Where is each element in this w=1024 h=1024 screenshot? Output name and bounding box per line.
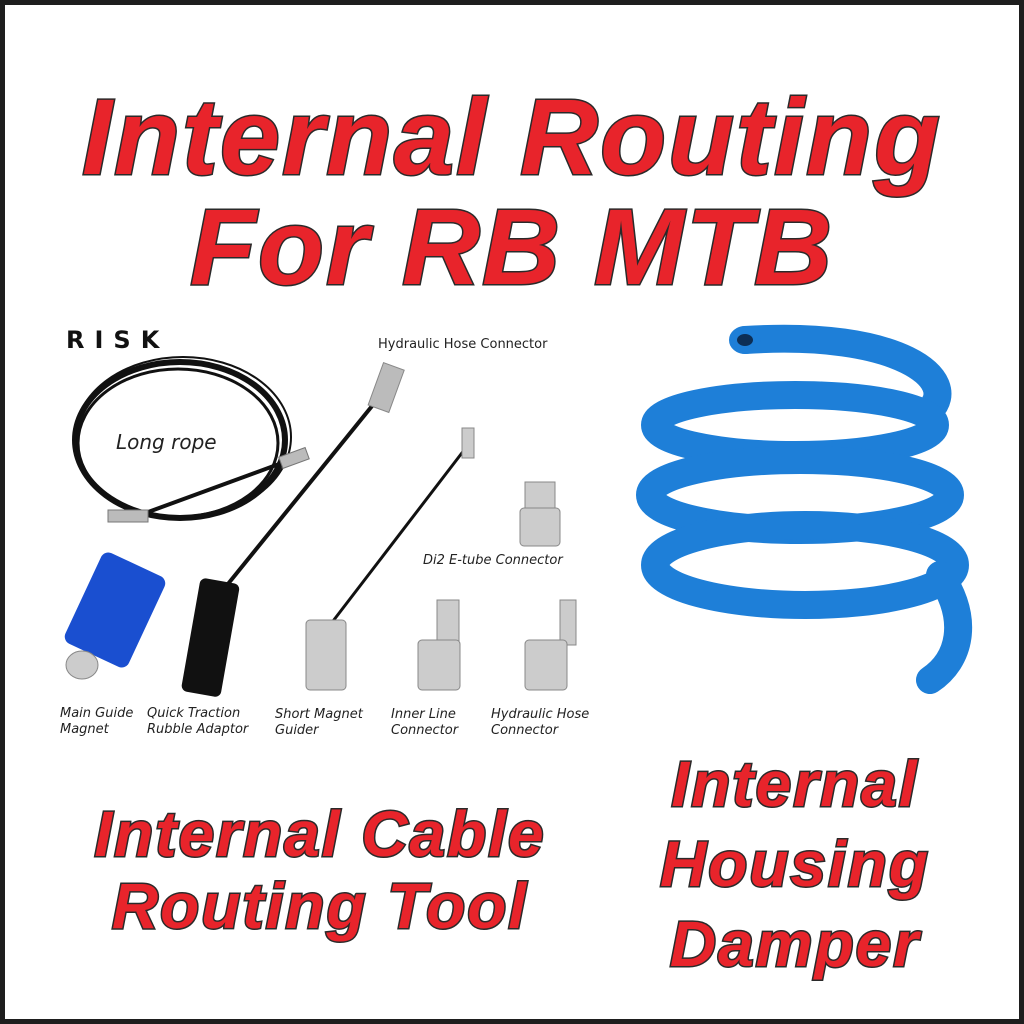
caption-damper-line2: Housing (659, 828, 930, 900)
caption-cable-routing-line2: Routing Tool (110, 870, 529, 942)
long-rope-label: Long rope (116, 430, 217, 454)
long-rope-image (72, 356, 310, 523)
item-line1: Main Guide (60, 706, 134, 721)
connectors-image (417, 481, 577, 691)
di2-connector-label: Di2 E-tube Connector (423, 553, 563, 568)
item-line1: Hydraulic Hose (491, 707, 590, 722)
item-line2: Magnet (60, 722, 109, 737)
quick-traction-adaptor-image (64, 552, 166, 680)
item-line2: Connector (491, 723, 559, 738)
hydraulic-hose-connector-label: Hydraulic Hose Connector (378, 337, 548, 352)
item-line2: Connector (391, 723, 459, 738)
caption-damper-line3: Damper (668, 908, 921, 980)
item-line1: Short Magnet (275, 707, 363, 722)
item-line1: Quick Traction (147, 706, 241, 721)
housing-damper-coil-image (636, 324, 973, 694)
item-line1: Inner Line (391, 707, 456, 722)
headline-line2: For RB MTB (189, 186, 834, 307)
inner-line-tool (305, 427, 475, 691)
headline-line1: Internal Routing (81, 76, 942, 197)
risk-logo: RISK (66, 326, 169, 354)
caption-damper-line1: Internal (670, 748, 919, 820)
item-line2: Rubble Adaptor (147, 722, 249, 737)
item-line2: Guider (275, 723, 319, 738)
caption-cable-routing-line1: Internal Cable (93, 798, 546, 870)
short-magnet-guider-tool (181, 361, 405, 697)
